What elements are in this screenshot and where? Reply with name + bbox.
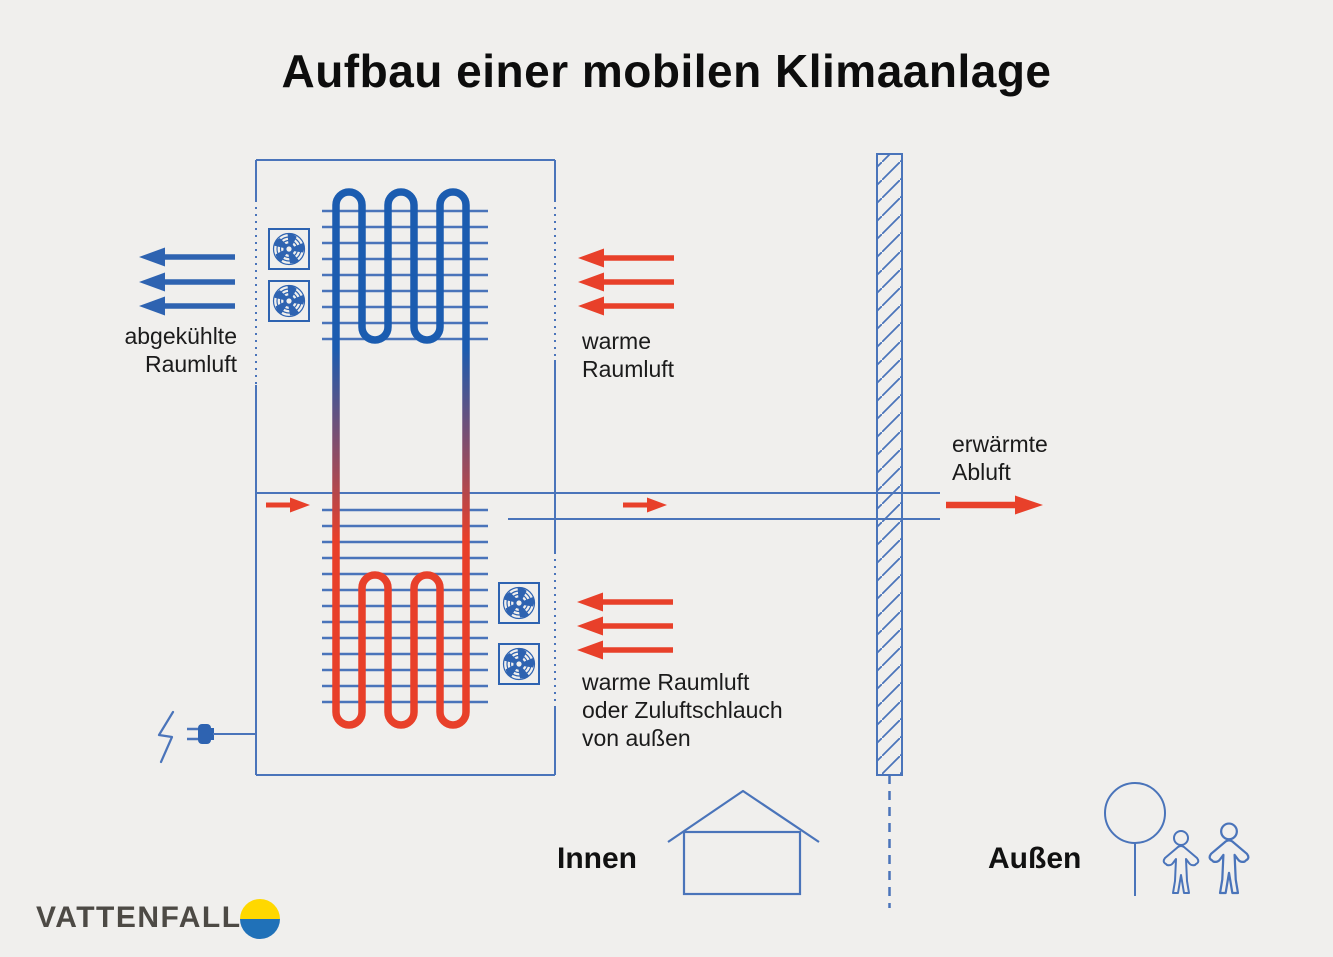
exhaust-arrow (946, 496, 1043, 515)
evaporator-fins (322, 209, 488, 341)
vattenfall-wordmark: VATTENFALL (36, 901, 242, 934)
refrigerant-coil (332, 188, 470, 729)
label-cooled-room-air: abgekühlte Raumluft (124, 323, 237, 377)
label-outside: Außen (988, 842, 1082, 875)
fan-icon (498, 643, 540, 685)
house-icon (667, 789, 820, 896)
power-supply (157, 710, 256, 764)
lightning-icon (157, 710, 175, 764)
cooled-air-arrows (139, 248, 235, 316)
wall-hatched (876, 153, 903, 908)
power-plug-icon (187, 724, 214, 744)
label-warm-room-air: warme Raumluft (582, 328, 675, 382)
label-warm-or-supply-air: warme Raumluft oder Zuluftschlauch von a… (582, 669, 783, 751)
label-heated-exhaust-air: erwärmte Abluft (952, 431, 1048, 485)
warm-air-arrows-bottom (577, 593, 673, 660)
fan-icon (268, 280, 310, 322)
tree-icon (1104, 782, 1166, 896)
label-inside: Innen (557, 842, 637, 875)
warm-air-arrows-top (578, 249, 674, 316)
fan-icon (268, 228, 310, 270)
exhaust-duct (256, 492, 940, 520)
person-icon (1208, 822, 1250, 895)
person-icon (1162, 830, 1200, 894)
condenser-fins (322, 508, 488, 704)
vattenfall-logo-mark (240, 899, 280, 939)
fan-icon (498, 582, 540, 624)
page-title: Aufbau einer mobilen Klimaanlage (281, 45, 1052, 97)
ac-unit-outline (255, 159, 556, 776)
